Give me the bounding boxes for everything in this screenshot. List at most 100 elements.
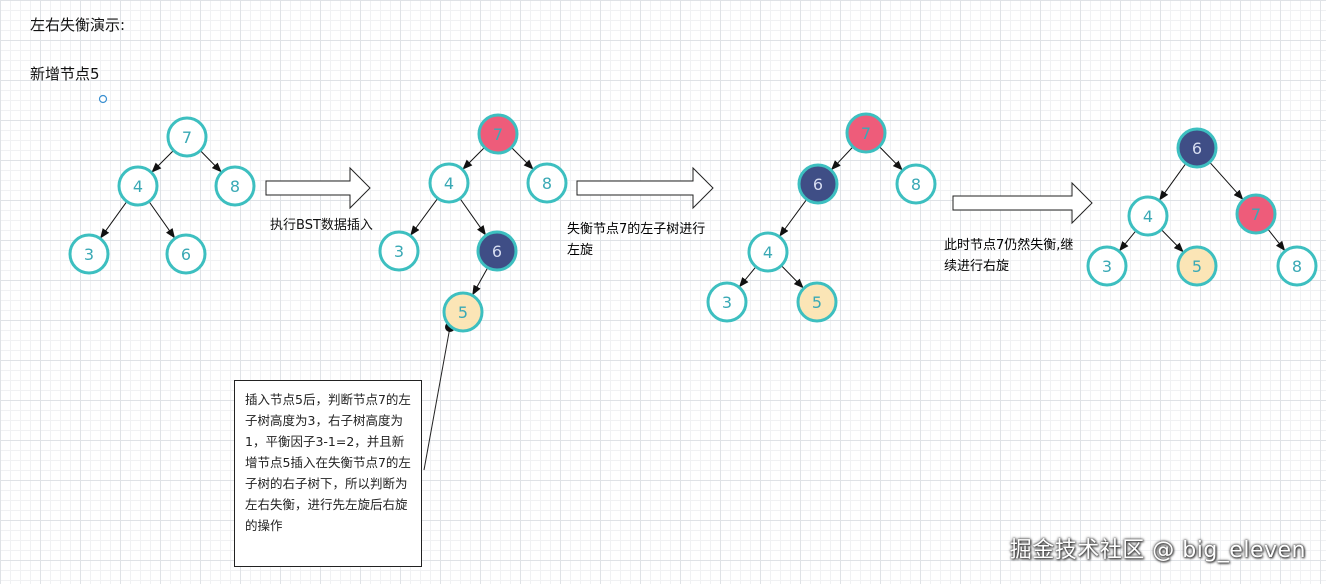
edge-a7-a8 [198,148,222,173]
watermark: 掘金技术社区 @ big_eleven [1009,538,1306,563]
node-circle [747,231,789,273]
edge-b6-b5 [472,265,490,296]
edge-a4-a6 [147,199,176,239]
node-circle [428,162,470,204]
node-label: 7 [182,128,192,147]
node-label: 3 [394,242,404,261]
node-circle [476,230,518,272]
tree-node-c8: 8 [895,163,937,205]
node-label: 7 [1251,205,1261,224]
tree-node-b5: 5 [442,291,484,333]
caption-right-rotate: 此时节点7仍然失衡,继续进行右旋 [944,238,1074,274]
node-circle [1276,245,1318,287]
edge-c7-c8 [877,144,903,171]
step-arrow-1 [265,166,371,210]
page-subtitle: 新增节点5 [30,65,100,83]
node-label: 4 [1143,207,1153,226]
edge-c4-c5 [779,263,804,289]
tree-node-c6: 6 [797,163,839,205]
node-circle [796,281,838,323]
node-circle [117,165,159,207]
tree-node-a7: 7 [166,116,208,158]
node-label: 7 [861,124,871,143]
tree-edges [100,144,1286,296]
node-label: 6 [813,175,823,194]
tree-node-c4: 4 [747,231,789,273]
tree-node-c7: 7 [845,112,887,154]
node-label: 8 [230,177,240,196]
caption-insert: 执行BST数据插入 [270,218,373,233]
note-leader-line [423,322,455,471]
caption-left-rotate: 失衡节点7的左子树进行左旋 [567,222,706,258]
node-circle [1235,193,1277,235]
node-circle [1127,195,1169,237]
node-label: 3 [84,245,94,264]
node-label: 8 [1292,257,1302,276]
node-label: 4 [444,174,454,193]
edge-b7-b4 [462,145,487,170]
tree-node-a8: 8 [214,165,256,207]
edge-c4-c3 [739,264,758,288]
step-arrow-2 [576,166,714,210]
tree-node-a4: 4 [117,165,159,207]
tree-node-b4: 4 [428,162,470,204]
node-circle [477,113,519,155]
node-label: 5 [458,303,468,322]
tree-nodes: 7 4 8 3 6 7 4 8 3 6 5 7 6 8 4 3 5 6 4 7 3 5 8 [68,112,1318,333]
node-label: 8 [911,175,921,194]
tree-node-b7: 7 [477,113,519,155]
tree-node-d3: 3 [1086,245,1128,287]
node-label: 7 [493,125,503,144]
tree-node-b6: 6 [476,230,518,272]
tree-node-c3: 3 [706,281,748,323]
node-circle [1176,245,1218,287]
node-label: 3 [1102,257,1112,276]
edge-c7-c6 [831,145,855,171]
tree-node-d7: 7 [1235,193,1277,235]
small-circle-marker [98,94,108,104]
node-circle [797,163,839,205]
edge-a7-a4 [151,148,176,173]
node-circle [442,291,484,333]
edge-d4-d5 [1159,227,1184,253]
node-label: 6 [1192,139,1202,158]
tree-node-b3: 3 [378,230,420,272]
tree-node-c5: 5 [796,281,838,323]
edge-d7-d8 [1266,227,1286,252]
tree-node-d4: 4 [1127,195,1169,237]
node-circle [1176,127,1218,169]
edge-d4-d3 [1119,228,1138,252]
tree-node-d6: 6 [1176,127,1218,169]
node-label: 4 [133,177,143,196]
node-circle [845,112,887,154]
tree-node-d5: 5 [1176,245,1218,287]
node-circle [68,233,110,275]
edge-b4-b3 [410,196,440,236]
node-circle [166,116,208,158]
edge-c6-c4 [779,197,809,237]
tree-node-a6: 6 [165,233,207,275]
node-label: 4 [763,243,773,262]
node-label: 3 [722,293,732,312]
tree-node-d8: 8 [1276,245,1318,287]
node-label: 6 [492,242,502,261]
node-label: 5 [812,293,822,312]
node-label: 5 [1192,257,1202,276]
node-circle [214,165,256,207]
edge-b7-b8 [509,145,534,170]
edge-d6-d4 [1159,161,1188,201]
node-circle [1086,245,1128,287]
edge-d6-d7 [1207,160,1244,200]
page-title: 左右失衡演示: [30,16,126,34]
node-label: 6 [181,245,191,264]
explanation-note: 插入节点5后，判断节点7的左子树高度为3，右子树高度为1，平衡因子3-1=2，并… [234,380,422,567]
tree-node-a3: 3 [68,233,110,275]
node-circle [165,233,207,275]
edge-a4-a3 [100,199,129,239]
node-circle [378,230,420,272]
step-arrow-3 [952,181,1093,225]
node-label: 8 [542,174,552,193]
tree-node-b8: 8 [526,162,568,204]
node-circle [706,281,748,323]
